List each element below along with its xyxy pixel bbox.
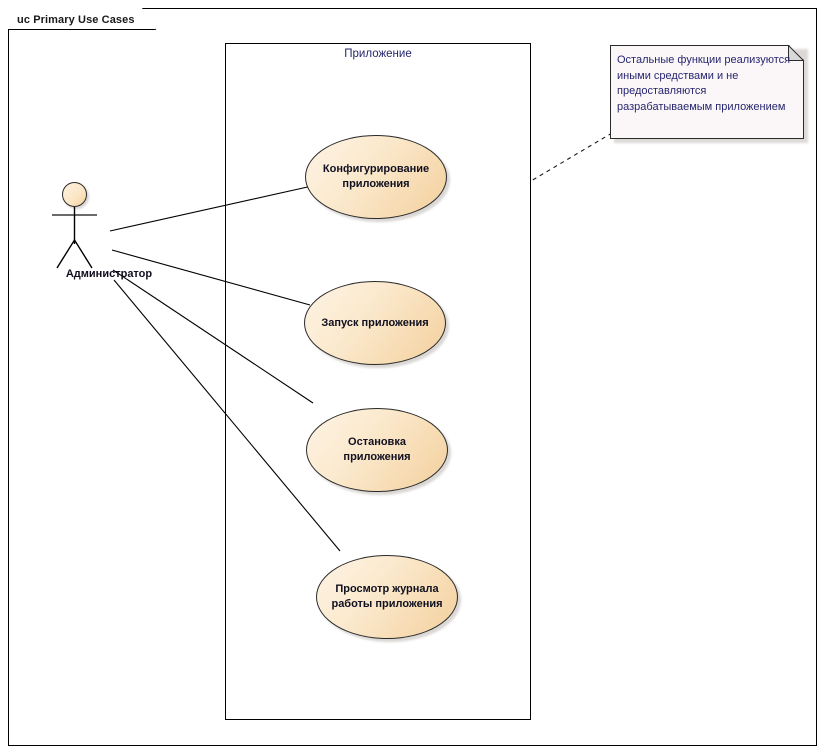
use-case-ellipse: Запуск приложения — [304, 281, 446, 365]
use-case-label-line2: работы приложения — [331, 598, 443, 610]
use-case-ellipse: Конфигурирование приложения — [305, 135, 447, 219]
actor-body-icon — [52, 207, 97, 269]
use-case-label-line2: приложения — [342, 178, 410, 190]
use-case-ellipse: Остановка приложения — [306, 408, 448, 492]
use-case-label-line1: Запуск приложения — [321, 316, 429, 329]
use-case-label-line2: приложения — [343, 451, 411, 463]
actor-label: Администратор — [65, 268, 153, 280]
use-case-label-line1: Конфигурирование — [322, 163, 430, 175]
use-case-prosmotr-zhurnala[interactable]: Просмотр журнала работы приложения — [316, 555, 461, 642]
association-actor-uc4 — [113, 279, 341, 552]
system-boundary — [225, 43, 531, 720]
note-body — [610, 45, 804, 139]
association-actor-uc2 — [111, 249, 311, 306]
use-case-label: Просмотр журнала работы приложения — [317, 582, 456, 612]
note-anchor-line — [530, 132, 613, 182]
diagram-title-tab-inner: uc Primary Use Cases — [9, 9, 157, 31]
system-boundary-label: Приложение — [344, 48, 412, 60]
use-case-konfigurirovanie[interactable]: Конфигурирование приложения — [305, 135, 450, 222]
use-case-label: Конфигурирование приложения — [309, 162, 443, 192]
use-case-label: Остановка приложения — [329, 435, 424, 465]
use-case-zapusk[interactable]: Запуск приложения — [304, 281, 449, 368]
note-fold-corner-icon — [788, 45, 804, 61]
actor-administrator[interactable]: Администратор — [44, 182, 184, 290]
association-actor-uc3 — [112, 269, 314, 404]
association-actor-uc1 — [109, 185, 313, 232]
use-case-ostanovka[interactable]: Остановка приложения — [306, 408, 451, 495]
note-comment[interactable]: Остальные функции реализуются иными сред… — [610, 45, 804, 139]
use-case-label-line1: Остановка — [348, 436, 406, 448]
use-case-label-line1: Просмотр журнала — [335, 583, 439, 595]
use-case-label: Запуск приложения — [307, 316, 442, 331]
note-text: Остальные функции реализуются иными сред… — [617, 54, 791, 113]
use-case-ellipse: Просмотр журнала работы приложения — [316, 555, 458, 639]
actor-head-icon — [62, 182, 87, 207]
diagram-title: uc Primary Use Cases — [17, 14, 135, 26]
